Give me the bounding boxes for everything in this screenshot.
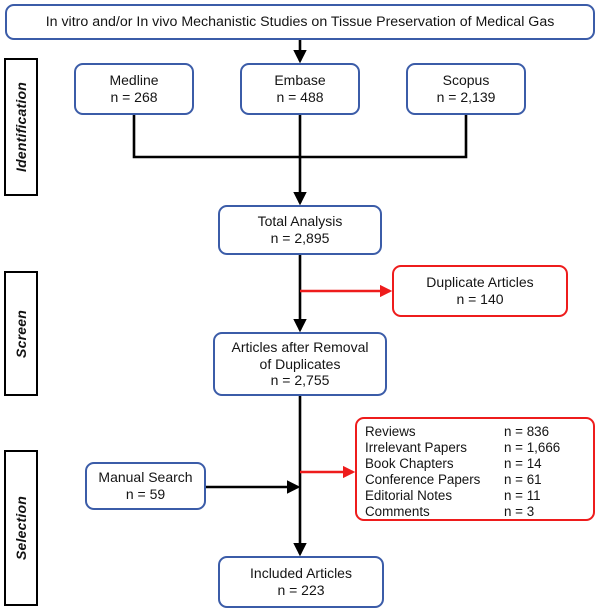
- study-title-text: In vitro and/or In vivo Mechanistic Stud…: [45, 13, 555, 30]
- excluded-articles-box: Reviews n = 836 Irrelevant Papers n = 1,…: [355, 417, 595, 521]
- duplicate-articles-count: n = 140: [456, 291, 504, 307]
- excluded-label-comments: Comments: [365, 503, 430, 519]
- source-box-medline: Medline n = 268: [74, 63, 194, 115]
- duplicate-articles-box: Duplicate Articles n = 140: [392, 265, 568, 317]
- excluded-row: Irrelevant Papers n = 1,666: [365, 440, 593, 456]
- connector-sources-merge: [132, 115, 468, 206]
- included-articles-count: n = 223: [277, 582, 325, 598]
- source-box-embase: Embase n = 488: [240, 63, 360, 115]
- source-scopus-count: n = 2,139: [436, 89, 496, 105]
- stage-label-identification-text: Identification: [13, 82, 30, 172]
- excluded-row: Conference Papers n = 61: [365, 472, 593, 488]
- excluded-count-reviews: n = 836: [504, 424, 550, 439]
- excluded-count-comments: n = 3: [504, 503, 535, 519]
- source-embase-count: n = 488: [276, 89, 324, 105]
- articles-after-removal-label-line1: Articles after Removal: [231, 339, 369, 356]
- stage-label-identification: Identification: [4, 58, 38, 196]
- excluded-count-book-chapters: n = 14: [504, 455, 542, 471]
- excluded-label-conference-papers: Conference Papers: [365, 471, 481, 487]
- stage-label-screen-text: Screen: [13, 309, 29, 358]
- manual-search-count: n = 59: [125, 486, 166, 502]
- total-analysis-box: Total Analysis n = 2,895: [218, 205, 382, 255]
- included-articles-label: Included Articles: [250, 565, 352, 582]
- manual-search-label: Manual Search: [98, 469, 193, 486]
- excluded-count-irrelevant-papers: n = 1,666: [504, 439, 561, 455]
- source-box-scopus: Scopus n = 2,139: [406, 63, 526, 115]
- articles-after-removal-label-line2: of Duplicates: [259, 355, 341, 372]
- excluded-count-editorial-notes: n = 11: [504, 487, 541, 503]
- total-analysis-label: Total Analysis: [257, 213, 343, 230]
- excluded-label-book-chapters: Book Chapters: [365, 455, 454, 471]
- excluded-row: Editorial Notes n = 11: [365, 488, 593, 504]
- excluded-row: Comments n = 3: [365, 504, 593, 520]
- stage-label-selection: Selection: [4, 450, 38, 606]
- excluded-row: Book Chapters n = 14: [365, 456, 593, 472]
- stage-label-selection-text: Selection: [13, 495, 30, 561]
- excluded-count-conference-papers: n = 61: [504, 471, 542, 487]
- stage-label-screen: Screen: [4, 271, 38, 396]
- source-embase-label: Embase: [274, 72, 326, 89]
- manual-search-box: Manual Search n = 59: [85, 462, 206, 510]
- included-articles-box: Included Articles n = 223: [218, 556, 384, 608]
- study-title-box: In vitro and/or In vivo Mechanistic Stud…: [5, 4, 595, 40]
- duplicate-articles-label: Duplicate Articles: [426, 274, 534, 291]
- articles-after-removal-box: Articles after Removal of Duplicates n =…: [213, 332, 387, 396]
- source-scopus-label: Scopus: [442, 72, 490, 89]
- articles-after-removal-count: n = 2,755: [270, 372, 330, 389]
- excluded-label-reviews: Reviews: [365, 424, 416, 439]
- excluded-label-editorial-notes: Editorial Notes: [365, 487, 453, 503]
- excluded-label-irrelevant-papers: Irrelevant Papers: [365, 439, 467, 455]
- source-medline-label: Medline: [109, 72, 159, 89]
- source-medline-count: n = 268: [110, 89, 158, 105]
- excluded-row: Reviews n = 836: [365, 424, 593, 440]
- total-analysis-count: n = 2,895: [270, 230, 330, 246]
